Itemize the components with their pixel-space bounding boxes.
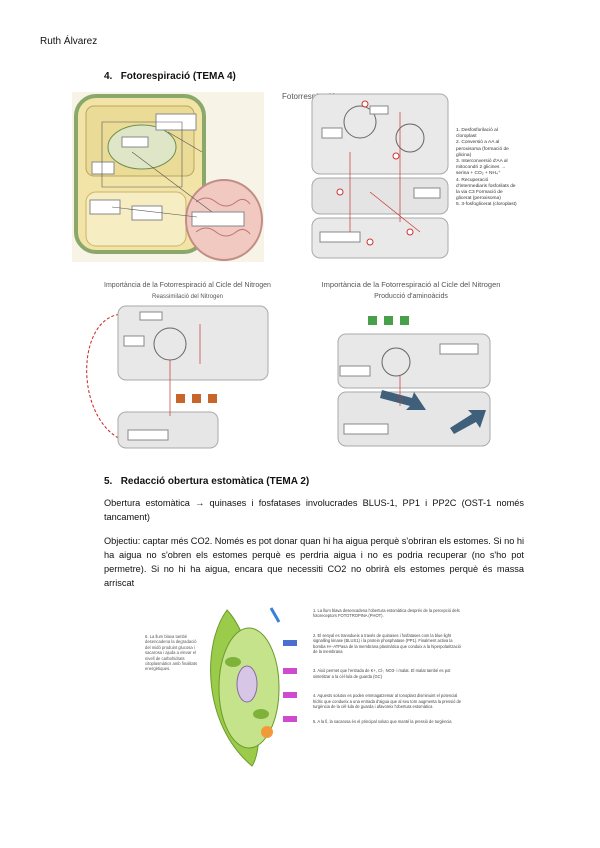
nitrogen-reassimilation-figure: Importància de la Fotorrespiració al Cic…: [80, 282, 295, 450]
figure-title: Importància de la Fotorrespiració al Cic…: [321, 280, 501, 289]
guard-cell-diagram: [210, 607, 297, 767]
stoma-note: 5. A la fi, la sacarosa és el principal …: [313, 719, 452, 725]
amino-acid-production-figure: Importància de la Fotorrespiració al Cic…: [300, 280, 522, 450]
step-item: 1. Desfosforilació al cloroplast: [456, 128, 498, 140]
section-5-title: Redacció obertura estomàtica (TEMA 2): [120, 476, 310, 487]
section-4-title: Fotorespiració (TEMA 4): [120, 71, 236, 82]
step-item: 2. Conversió a AA al peroxisoma (formaci…: [456, 140, 509, 158]
stoma-note: 3. Això permet que l'entrada de K+, Cl-,…: [313, 668, 451, 679]
stomatal-opening-figure: 6. La llum blava també desencadena la de…: [145, 604, 463, 772]
section-4-number: 4.: [104, 71, 113, 82]
figure-subtitle: Reassimilació del Nitrogen: [151, 294, 224, 300]
step-item: 3. Interconversió d'AA al mitocondri 2 g…: [456, 159, 508, 177]
reassimilation-diagram: [86, 305, 269, 449]
stoma-note: 4. Aquests solutos es poden emmagatzemar…: [313, 693, 462, 710]
step-item: 4. Recuperació d'intermediaris fosforila…: [456, 177, 516, 202]
figure-title: Fotorrespiració: [282, 92, 336, 101]
section-5-number: 5.: [104, 476, 113, 487]
figure-title: Importància de la Fotorrespiració al Cic…: [104, 282, 271, 289]
stoma-left-note: 6. La llum blava també desencadena la de…: [145, 634, 198, 672]
section-4-heading: 4. Fotorespiració (TEMA 4): [104, 71, 236, 82]
step-item: 5. 3-fosfoglicerat (cloroplast): [456, 202, 517, 208]
stoma-note: 2. El senyal es transdueix a través de q…: [313, 632, 461, 655]
amino-acid-diagram: [337, 316, 491, 447]
photorespiration-pathway-figure: Fotorrespiració 1. Desfosforilació al cl…: [282, 92, 518, 264]
paragraph-stomatal-opening: Obertura estomàtica → quinases i fosfata…: [104, 498, 524, 522]
stoma-note: 1. La llum blava desencadena l'obertura …: [313, 608, 460, 619]
photorespiration-cell-diagram: [72, 92, 264, 262]
figure-subtitle: Producció d'aminoàcids: [374, 293, 448, 300]
section-5-heading: 5. Redacció obertura estomàtica (TEMA 2): [104, 476, 309, 487]
stoma-notes: 1. La llum blava desencadena l'obertura …: [313, 608, 463, 725]
steps-list: 1. Desfosforilació al cloroplast 2. Conv…: [456, 128, 518, 209]
paragraph-objective: Objectiu: captar més CO2. Només es pot d…: [104, 536, 525, 588]
pathway-diagram: [311, 93, 449, 259]
author-name: Ruth Álvarez: [40, 36, 98, 47]
